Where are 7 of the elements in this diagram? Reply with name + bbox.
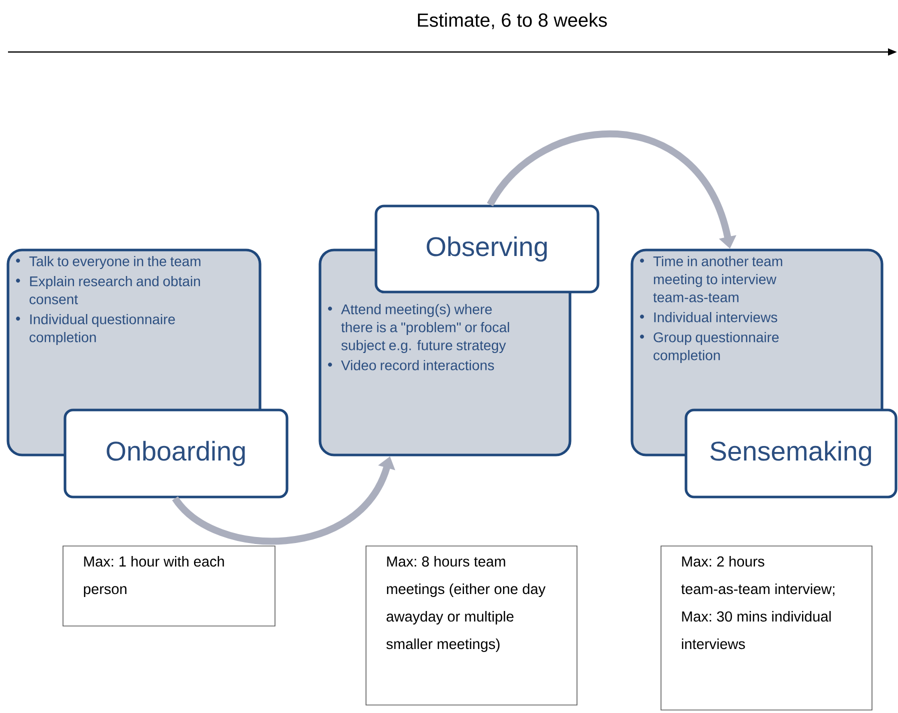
note-box: Max: 8 hours team meetings (either one day awayday or multiple smaller meetings) [366,546,578,706]
stage-title-box: Onboarding [64,408,288,498]
note-box: Max: 2 hours team-as-team interview; Max: 30 mins individual interviews [660,546,872,710]
stage-title-box: Observing [374,204,600,294]
note-box: Max: 1 hour with each person [62,546,276,626]
stage-title-box: Sensemaking [684,408,898,498]
timeline-title: Estimate, 6 to 8 weeks [418,12,607,30]
